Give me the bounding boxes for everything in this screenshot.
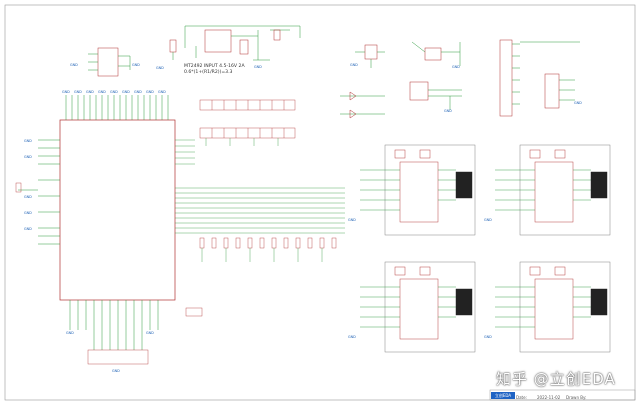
svg-text:GND: GND bbox=[348, 218, 356, 222]
resistor-row bbox=[199, 99, 296, 139]
sheet-border bbox=[4, 4, 636, 401]
svg-text:GND: GND bbox=[452, 65, 460, 69]
driver-block-3 bbox=[360, 261, 476, 353]
driver-block-4 bbox=[495, 261, 611, 353]
svg-text:GND: GND bbox=[484, 335, 492, 339]
mcu-top-pins bbox=[65, 95, 169, 120]
header-connector bbox=[499, 39, 580, 117]
svg-text:GND: GND bbox=[24, 227, 32, 231]
led-resistor-column bbox=[199, 237, 337, 249]
mcu-bottom-pins bbox=[69, 300, 159, 350]
title-block-date-label: Date: bbox=[516, 395, 527, 400]
mcu-top-gnd-labels: GND GND GND GND GND GND GND GND GND bbox=[62, 90, 166, 94]
title-block-frame bbox=[489, 389, 636, 401]
svg-text:GND: GND bbox=[132, 63, 140, 67]
mcu-right-pins bbox=[175, 139, 345, 234]
crystal bbox=[15, 182, 22, 193]
svg-text:GND: GND bbox=[112, 369, 120, 373]
svg-text:GND: GND bbox=[156, 66, 164, 70]
svg-text:GND: GND bbox=[24, 155, 32, 159]
svg-text:GND: GND bbox=[70, 63, 78, 67]
svg-text:GND: GND bbox=[98, 90, 106, 94]
svg-text:GND: GND bbox=[24, 195, 32, 199]
svg-text:GND: GND bbox=[110, 90, 118, 94]
ldo-block bbox=[88, 47, 131, 77]
svg-text:GND: GND bbox=[86, 90, 94, 94]
svg-text:GND: GND bbox=[74, 90, 82, 94]
regulator-note-2: 0.6*(1+(R1/R2))=3.3 bbox=[184, 69, 233, 75]
title-block-date: 2022-11-02 bbox=[537, 395, 561, 400]
svg-text:GND: GND bbox=[24, 211, 32, 215]
svg-text:GND: GND bbox=[254, 65, 262, 69]
title-block-logo: 立创EDA bbox=[491, 392, 515, 399]
svg-text:GND: GND bbox=[146, 90, 154, 94]
bottom-connector-array bbox=[87, 349, 149, 365]
svg-text:GND: GND bbox=[24, 139, 32, 143]
small-part-right bbox=[185, 307, 203, 317]
driver-block-1 bbox=[360, 144, 476, 236]
svg-text:GND: GND bbox=[134, 90, 142, 94]
title-block-drawn-by: Drawn By: bbox=[566, 395, 587, 400]
svg-text:GND: GND bbox=[62, 90, 70, 94]
mcu-chip bbox=[59, 119, 176, 301]
top-right-parts bbox=[340, 41, 462, 119]
mcu-left-pins bbox=[18, 139, 60, 245]
svg-text:GND: GND bbox=[146, 331, 154, 335]
svg-text:GND: GND bbox=[348, 335, 356, 339]
svg-text:GND: GND bbox=[574, 101, 582, 105]
watermark: 知乎 @立创EDA bbox=[496, 370, 616, 388]
svg-text:GND: GND bbox=[158, 90, 166, 94]
svg-text:GND: GND bbox=[444, 109, 452, 113]
svg-text:GND: GND bbox=[66, 331, 74, 335]
regulator-note-1: MT2492 INPUT 4.5-16V 2A bbox=[184, 63, 245, 69]
buck-regulator bbox=[169, 25, 301, 61]
svg-text:GND: GND bbox=[484, 218, 492, 222]
driver-block-2 bbox=[495, 144, 611, 236]
mcu-left-gnd-labels: GND GND GND GND GND bbox=[24, 139, 32, 231]
svg-text:GND: GND bbox=[350, 63, 358, 67]
svg-text:GND: GND bbox=[122, 90, 130, 94]
